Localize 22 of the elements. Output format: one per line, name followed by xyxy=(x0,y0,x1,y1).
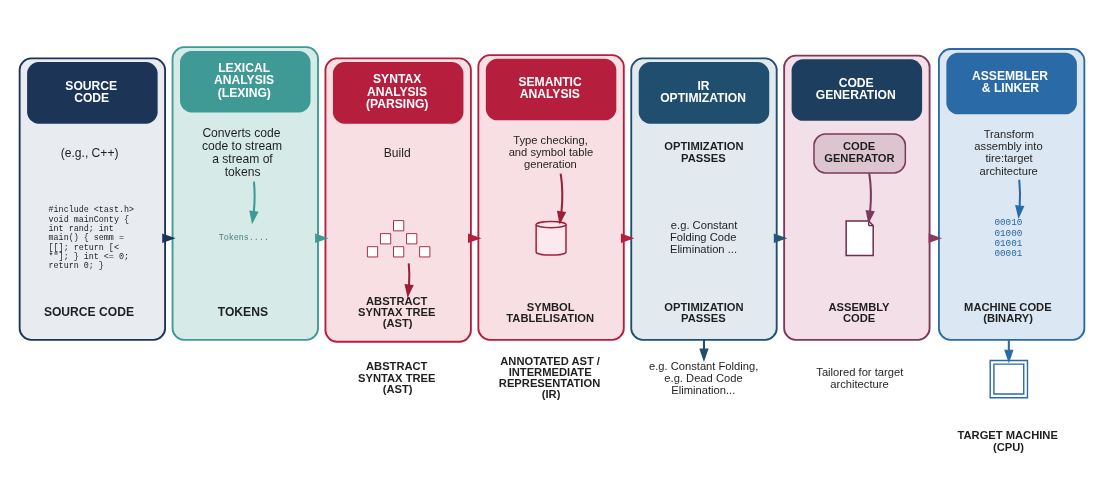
node-text: SYMBOL TABLELISATION xyxy=(506,300,595,324)
node-text: e.g. Constant Folding, e.g. Dead Code Elimination... xyxy=(648,359,759,396)
node-text: MACHINE CODE (BINARY) xyxy=(964,300,1052,324)
node-text: ABSTRACT SYNTAX TREE (AST) xyxy=(358,294,436,329)
node-text: Type checking, and symbol table generation xyxy=(508,133,594,170)
node-label: ANNOTATED AST / INTERMEDIATE REPRESENTATION (IR) xyxy=(498,354,601,400)
node-text: (e.g., C++) xyxy=(60,145,119,160)
node-text: ASSEMBLY CODE xyxy=(828,300,890,324)
node-text: Converts code code to stream a stream of tokens xyxy=(201,125,283,179)
node-text: OPTIMIZATION PASSES xyxy=(664,139,744,163)
node-text: Tokens.... xyxy=(218,232,269,243)
node-text: Transform assembly into tire:target architecture xyxy=(974,127,1043,177)
node-text: OPTIMIZATION PASSES xyxy=(664,300,744,324)
node-label: ABSTRACT SYNTAX TREE (AST) xyxy=(358,359,436,395)
node-text: SOURCE CODE xyxy=(43,304,135,319)
node-text: #include <tast.h> void mainConty { int rand; int main() { semm = [[]; return [< *"]; } int <= 0; return 0; } xyxy=(48,204,134,271)
node-label: Tailored for target architecture xyxy=(816,365,904,390)
node-text: e.g. Constant Folding Code Elimination ... xyxy=(669,218,738,255)
node-text: Build xyxy=(383,145,411,160)
node-label: TARGET MACHINE (CPU) xyxy=(957,428,1058,453)
node-text: TOKENS xyxy=(217,304,269,319)
node-text: 00010 01000 01001 00001 xyxy=(994,216,1023,259)
